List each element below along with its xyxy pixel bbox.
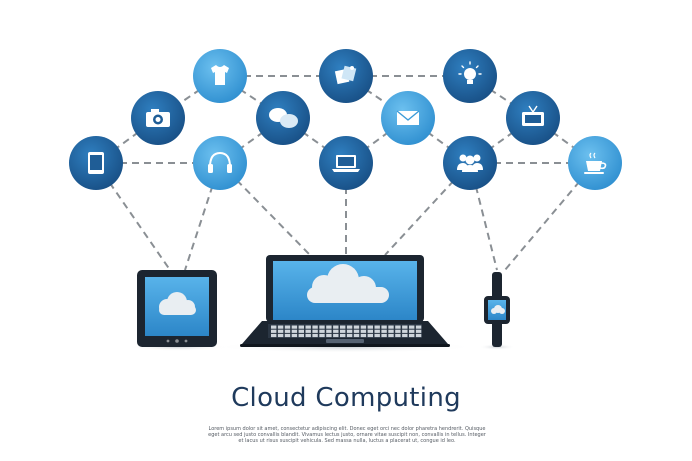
keyboard-key — [381, 334, 386, 337]
keyboard-key — [271, 330, 276, 333]
keyboard-key — [368, 334, 373, 337]
keyboard-key — [375, 330, 380, 333]
keyboard-key — [306, 330, 311, 333]
keyboard-key — [395, 326, 400, 329]
keyboard-key — [306, 326, 311, 329]
keyboard-key — [381, 326, 386, 329]
keyboard-key — [333, 330, 338, 333]
mail-icon — [397, 111, 419, 125]
node-camera — [131, 91, 185, 145]
node-headphones — [193, 136, 247, 190]
node-lightbulb — [443, 49, 497, 103]
node-mail — [381, 91, 435, 145]
keyboard-key — [416, 330, 421, 333]
keyboard-key — [375, 326, 380, 329]
keyboard-key — [292, 330, 297, 333]
keyboard-key — [354, 326, 359, 329]
keyboard-key — [312, 326, 317, 329]
keyboard-key — [299, 326, 304, 329]
keyboard-key — [292, 326, 297, 329]
keyboard-key — [319, 334, 324, 337]
laptop-icon — [332, 155, 360, 172]
keyboard-key — [299, 330, 304, 333]
keyboard-key — [388, 326, 393, 329]
laptop-device — [240, 255, 450, 347]
keyboard-key — [319, 326, 324, 329]
keyboard-key — [285, 326, 290, 329]
keyboard-key — [354, 334, 359, 337]
tablet-icon — [88, 152, 104, 174]
keyboard-key — [361, 326, 366, 329]
keyboard-key — [361, 330, 366, 333]
keyboard-key — [278, 334, 283, 337]
keyboard-key — [402, 334, 407, 337]
node-users — [443, 136, 497, 190]
keyboard-key — [381, 330, 386, 333]
keyboard-key — [319, 330, 324, 333]
node-tv — [506, 91, 560, 145]
keyboard-key — [278, 330, 283, 333]
keyboard-key — [333, 334, 338, 337]
keyboard-key — [416, 326, 421, 329]
keyboard-key — [285, 334, 290, 337]
keyboard-key — [395, 334, 400, 337]
keyboard-key — [402, 326, 407, 329]
node-image — [319, 49, 373, 103]
tablet-device — [137, 270, 217, 347]
keyboard-key — [395, 330, 400, 333]
node-tablet — [69, 136, 123, 190]
keyboard-key — [271, 334, 276, 337]
keyboard-key — [306, 334, 311, 337]
smartwatch-device — [484, 272, 510, 347]
keyboard-key — [278, 326, 283, 329]
keyboard-key — [340, 326, 345, 329]
keyboard-key — [375, 334, 380, 337]
keyboard-key — [347, 334, 352, 337]
keyboard-key — [402, 330, 407, 333]
page-title: Cloud Computing — [0, 383, 692, 413]
node-coffee — [568, 136, 622, 190]
keyboard-key — [388, 334, 393, 337]
keyboard-key — [340, 330, 345, 333]
keyboard-key — [368, 330, 373, 333]
keyboard-key — [354, 330, 359, 333]
keyboard-key — [333, 326, 338, 329]
keyboard-key — [312, 330, 317, 333]
node-laptop — [319, 136, 373, 190]
keyboard-key — [326, 326, 331, 329]
keyboard-key — [347, 326, 352, 329]
keyboard-key — [347, 330, 352, 333]
keyboard-key — [409, 330, 414, 333]
keyboard-key — [416, 334, 421, 337]
node-chat — [256, 91, 310, 145]
keyboard-key — [368, 326, 373, 329]
keyboard-key — [409, 326, 414, 329]
keyboard-key — [271, 326, 276, 329]
keyboard-key — [326, 330, 331, 333]
keyboard-key — [361, 334, 366, 337]
keyboard-key — [340, 334, 345, 337]
keyboard-key — [312, 334, 317, 337]
keyboard-key — [388, 330, 393, 333]
body-text: Lorem ipsum dolor sit amet, consectetur … — [206, 426, 488, 444]
keyboard-key — [299, 334, 304, 337]
node-tshirt — [193, 49, 247, 103]
keyboard-key — [409, 334, 414, 337]
keyboard-key — [285, 330, 290, 333]
keyboard-key — [326, 334, 331, 337]
keyboard-key — [292, 334, 297, 337]
